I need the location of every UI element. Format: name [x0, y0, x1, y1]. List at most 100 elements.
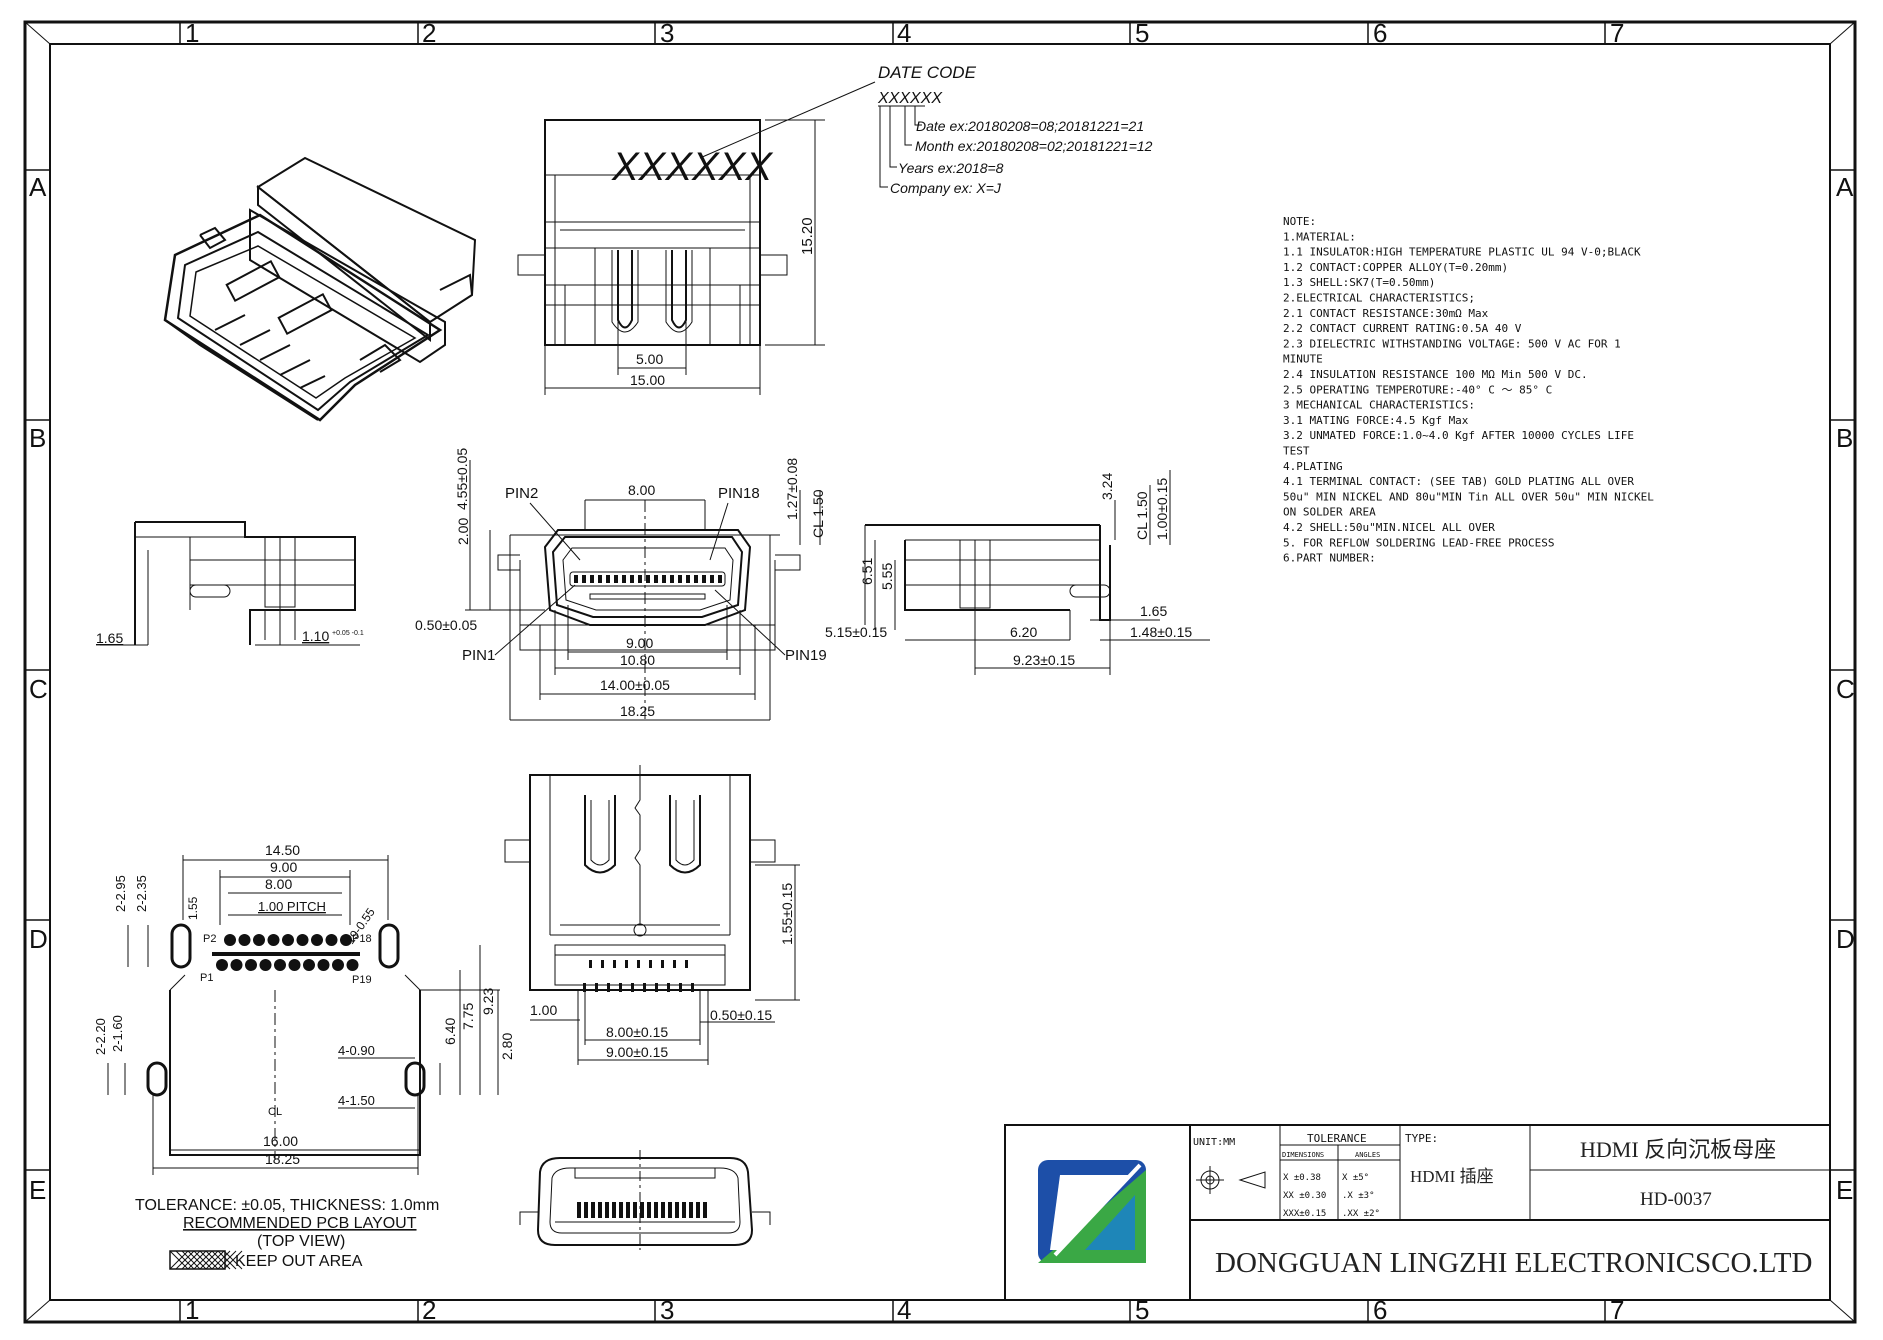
product-name: HDMI 反向沉板母座 [1580, 1137, 1776, 1162]
col-label: 2 [422, 18, 436, 48]
pcb-pad [274, 959, 286, 971]
projection-symbol-icon [1196, 1166, 1266, 1194]
dim-14-00: 14.00±0.05 [600, 677, 670, 693]
note-line: 4.2 SHELL:50u"MIN.NICEL ALL OVER [1283, 521, 1495, 534]
row-labels-right: A B C D E [1836, 172, 1855, 1205]
pin2-label: PIN2 [505, 485, 538, 502]
pcb-2-2-35: 2-2.35 [134, 875, 149, 912]
tol-ang: X ±5° [1342, 1173, 1369, 1183]
row-label: A [1836, 172, 1854, 202]
note-line: 3.1 MATING FORCE:4.5 Kgf Max [1283, 414, 1469, 427]
type-label: TYPE: [1405, 1132, 1438, 1145]
note-line: 1.MATERIAL: [1283, 230, 1356, 243]
pin18-label: PIN18 [718, 485, 760, 502]
col-label: 1 [185, 18, 199, 48]
company-logo-icon [1038, 1160, 1146, 1263]
pcb-tolerance-note: TOLERANCE: ±0.05, THICKNESS: 1.0mm [135, 1197, 439, 1214]
dim-1-10-tol: +0.05 -0.1 [332, 630, 364, 637]
row-label: B [29, 423, 46, 453]
note-line: 1.1 INSULATOR:HIGH TEMPERATURE PLASTIC U… [1283, 246, 1641, 259]
dim-6-20: 6.20 [1010, 624, 1037, 640]
date-code-callout: DATE CODE XXXXXX Date ex:20180208=08;201… [699, 63, 1153, 196]
note-line: 1.2 CONTACT:COPPER ALLOY(T=0.20mm) [1283, 261, 1508, 274]
col-label: 5 [1135, 1295, 1149, 1325]
note-line: ON SOLDER AREA [1283, 506, 1376, 519]
dim-15-00: 15.00 [630, 372, 665, 388]
tol-dim: X ±0.38 [1283, 1173, 1321, 1183]
dim-2-00: 2.00 [455, 518, 471, 545]
dim-8-00: 8.00 [628, 482, 655, 498]
dim-4-55: 4.55±0.05 [454, 448, 470, 510]
dim-18-25: 18.25 [620, 703, 655, 719]
pcb-pad [282, 934, 294, 946]
tolerance-label: TOLERANCE [1307, 1132, 1367, 1145]
notes-block: NOTE:1.MATERIAL: 1.1 INSULATOR:HIGH TEMP… [1283, 215, 1654, 565]
note-line: 6.PART NUMBER: [1283, 552, 1376, 565]
part-number: HD-0037 [1640, 1189, 1712, 1210]
note-line: 2.1 CONTACT RESISTANCE:30mΩ Max [1283, 307, 1489, 320]
pcb-pad [340, 934, 352, 946]
front-view: 8.00 PIN2 PIN18 PIN1 PIN19 4.55±0.05 2.0… [415, 448, 827, 721]
pcb-layout: 14.50 9.00 8.00 1.00 PITCH 2-2.95 2-2.35… [93, 842, 515, 1270]
note-line: 2.5 OPERATING TEMPEROTURE:-40° C ～ 85° C [1283, 383, 1552, 396]
tol-dim: XXX±0.15 [1283, 1209, 1326, 1219]
pin1-label: PIN1 [462, 647, 495, 664]
pcb-pad [253, 934, 265, 946]
rear-view [519, 1150, 771, 1250]
pcb-9-00: 9.00 [270, 859, 297, 875]
note-line: 2.3 DIELECTRIC WITHSTANDING VOLTAGE: 500… [1283, 337, 1621, 350]
pcb-pad [259, 959, 272, 971]
pcb-pad [224, 934, 236, 946]
dim-1-27: 1.27±0.08 [784, 458, 800, 520]
pcb-pad [346, 959, 359, 971]
dim-9-00: 9.00 [626, 635, 653, 651]
row-label: D [1836, 924, 1855, 954]
type-value: HDMI 插座 [1410, 1167, 1494, 1186]
note-line: 5. FOR REFLOW SOLDERING LEAD-FREE PROCES… [1283, 536, 1555, 549]
note-line: 4.1 TERMINAL CONTACT: (SEE TAB) GOLD PLA… [1283, 475, 1634, 488]
pcb-pad [296, 934, 309, 946]
col-label: 6 [1373, 18, 1387, 48]
dim-side-cl-1-50: CL 1.50 [1134, 491, 1150, 540]
pcb-view-label: (TOP VIEW) [257, 1233, 345, 1250]
pcb-7-75: 7.75 [460, 1003, 476, 1030]
pcb-1-55: 1.55 [186, 896, 200, 920]
tol-ang: .X ±3° [1342, 1191, 1375, 1201]
date-code-marking: XXXXXX [611, 145, 773, 189]
pcb-6-40: 6.40 [442, 1018, 458, 1045]
col-label: 3 [660, 18, 674, 48]
note-line: 3.2 UNMATED FORCE:1.0~4.0 Kgf AFTER 1000… [1283, 429, 1634, 442]
pcb-2-80: 2.80 [499, 1033, 515, 1060]
keepout-label: KEEP OUT AREA [235, 1253, 363, 1270]
pcb-pad [238, 934, 251, 946]
row-label: E [29, 1175, 46, 1205]
pcb-16-00: 16.00 [263, 1133, 298, 1149]
dim-cl-1-50: CL 1.50 [810, 489, 826, 538]
pcb-pad [311, 934, 323, 946]
dim-5-55: 5.55 [879, 563, 895, 590]
note-line: 50u" MIN NICKEL AND 80u"MIN Tin ALL OVER… [1283, 490, 1654, 503]
col-label: 5 [1135, 18, 1149, 48]
pcb-pad [325, 934, 338, 946]
pcb-2-2-95: 2-2.95 [113, 875, 128, 912]
dim-15-20: 15.20 [799, 217, 816, 255]
pcb-9-23: 9.23 [480, 988, 496, 1015]
tol-dim: XX ±0.30 [1283, 1191, 1326, 1201]
note-line: TEST [1283, 445, 1310, 458]
note-line: 2.ELECTRICAL CHARACTERISTICS; [1283, 292, 1475, 305]
pcb-2-2-20: 2-2.20 [93, 1018, 108, 1055]
pcb-pad [288, 959, 301, 971]
date-code-title: DATE CODE [878, 63, 977, 82]
pin19-label: PIN19 [785, 647, 827, 664]
col-label: 1 [185, 1295, 199, 1325]
pcb-pad [245, 959, 257, 971]
dim-0-50: 0.50±0.05 [415, 617, 477, 633]
dim-3-24: 3.24 [1099, 473, 1115, 500]
pcb-p2: P2 [203, 933, 216, 945]
pcb-pad [267, 934, 280, 946]
pcb-pad [303, 959, 315, 971]
pcb-8-00: 8.00 [265, 876, 292, 892]
column-labels-top: 1 2 3 4 5 6 7 [185, 18, 1624, 48]
col-label: 7 [1610, 18, 1624, 48]
